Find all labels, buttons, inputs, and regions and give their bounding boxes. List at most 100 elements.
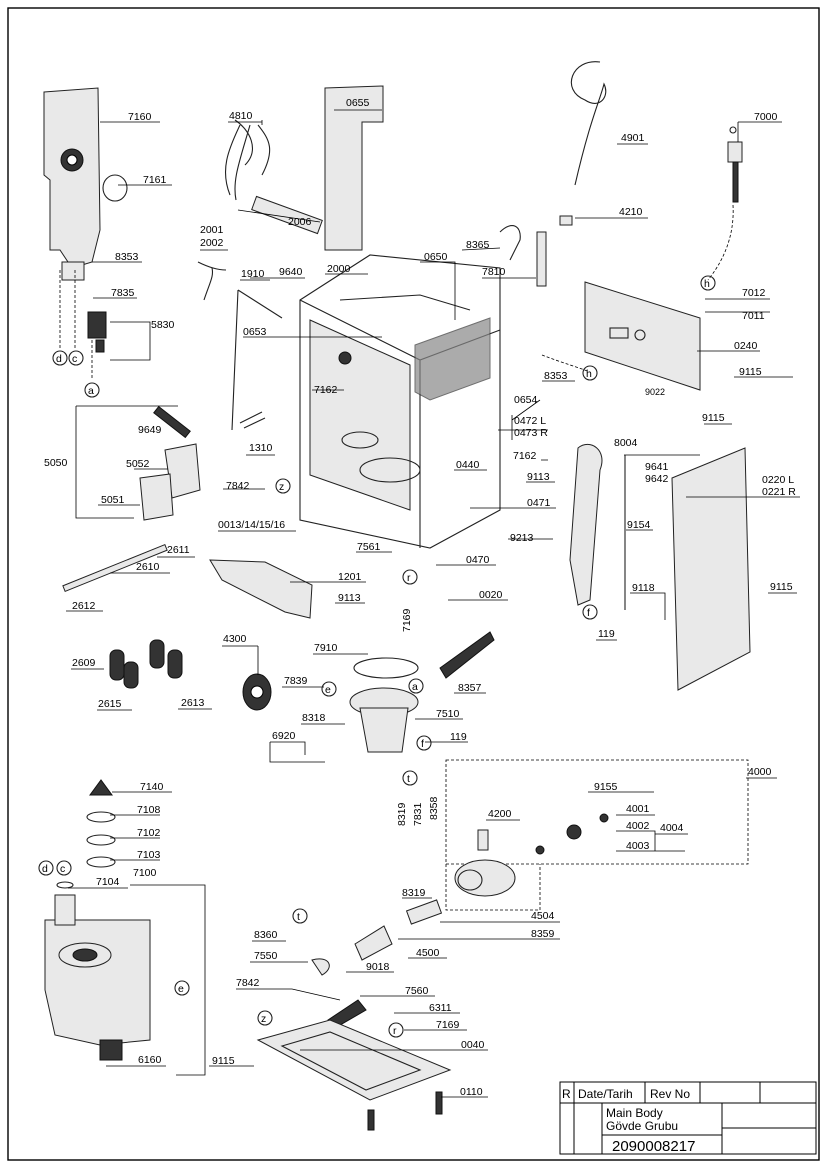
- label-9213: 9213: [510, 532, 534, 544]
- label-7810: 7810: [482, 266, 506, 278]
- label-0472: 0472 L: [514, 415, 546, 427]
- part-7810-drawing: [536, 231, 547, 287]
- part-4504-drawing: [405, 899, 443, 925]
- part-7510-drawing: [349, 687, 419, 753]
- part-4210-drawing: [559, 215, 573, 226]
- part-2609-drawing: [109, 639, 183, 689]
- part-2610-drawing: [62, 543, 168, 593]
- title-block-date-label: Date/Tarih: [578, 1087, 633, 1101]
- callout-e-2: e: [178, 983, 184, 995]
- label-6311: 6311: [429, 1002, 452, 1014]
- callout-e: e: [325, 684, 331, 696]
- part-4810-drawing: [224, 119, 271, 201]
- part-4001-drawing: [599, 813, 609, 823]
- callout-d: d: [56, 353, 62, 365]
- label-9113: 9113: [527, 471, 550, 483]
- label-7140: 7140: [140, 781, 164, 793]
- label-5830: 5830: [151, 319, 175, 331]
- label-2000: 2000: [327, 263, 351, 275]
- label-2002: 2002: [200, 237, 224, 249]
- label-6920: 6920: [272, 730, 296, 742]
- callout-f-2: f: [421, 738, 424, 750]
- part-4300-drawing: [242, 673, 272, 711]
- callout-r: r: [407, 572, 411, 584]
- label-2611: 2611: [167, 544, 190, 556]
- label-4001: 4001: [626, 803, 650, 815]
- part-2001-drawing: [197, 261, 227, 301]
- label-7842-b: 7842: [236, 977, 260, 989]
- title-block-title-tr: Gövde Grubu: [606, 1119, 678, 1133]
- callout-c: c: [72, 353, 77, 365]
- label-0221: 0221 R: [762, 486, 796, 498]
- part-5051-drawing: [139, 473, 174, 521]
- main-tub-drawing: [299, 254, 501, 549]
- callout-r-2: r: [393, 1025, 397, 1037]
- label-8318: 8318: [302, 712, 326, 724]
- label-9118: 9118: [632, 582, 655, 594]
- label-4210: 4210: [619, 206, 643, 218]
- part-8357-drawing: [439, 631, 495, 679]
- callout-h-2: h: [586, 368, 592, 380]
- label-0471: 0471: [527, 497, 551, 509]
- part-8365-drawing: [499, 225, 521, 261]
- label-0470: 0470: [466, 554, 490, 566]
- part-0040-drawing: [256, 1019, 452, 1101]
- label-7100: 7100: [133, 867, 157, 879]
- label-8004: 8004: [614, 437, 638, 449]
- label-9115-d: 9115: [212, 1055, 235, 1067]
- label-7012: 7012: [742, 287, 766, 299]
- label-7108: 7108: [137, 804, 161, 816]
- label-8353: 8353: [115, 251, 139, 263]
- part-7161-drawing: [102, 174, 128, 202]
- label-8319: 8319: [396, 802, 408, 826]
- label-5052: 5052: [126, 458, 150, 470]
- label-2613: 2613: [181, 697, 205, 709]
- label-0440: 0440: [456, 459, 480, 471]
- drawing-frame: [7, 7, 820, 1161]
- label-0473: 0473 R: [514, 427, 548, 439]
- title-block-rev-mark: R: [562, 1087, 571, 1101]
- label-0240: 0240: [734, 340, 758, 352]
- label-9640: 9640: [279, 266, 303, 278]
- label-6160: 6160: [138, 1054, 162, 1066]
- label-8360: 8360: [254, 929, 278, 941]
- part-4500-drawing: [354, 925, 393, 961]
- part-7550-drawing: [311, 958, 330, 976]
- label-5050: 5050: [44, 457, 68, 469]
- label-4901: 4901: [621, 132, 645, 144]
- part-2006-drawing: [251, 195, 323, 235]
- label-9018: 9018: [366, 961, 390, 973]
- label-0654: 0654: [514, 394, 538, 406]
- label-9155: 9155: [594, 781, 618, 793]
- part-4002-drawing: [566, 824, 582, 840]
- label-7162: 7162: [314, 384, 338, 396]
- part-1910-drawing: [231, 289, 283, 431]
- label-7169-b: 7169: [436, 1019, 460, 1031]
- part-4901-drawing: [570, 61, 607, 186]
- label-7910: 7910: [314, 642, 338, 654]
- label-7550: 7550: [254, 950, 278, 962]
- label-4504: 4504: [531, 910, 555, 922]
- label-7560: 7560: [405, 985, 429, 997]
- label-9115: 9115: [739, 366, 762, 378]
- leader-lines: [66, 109, 800, 1098]
- callout-a: a: [88, 385, 94, 397]
- label-7561: 7561: [357, 541, 381, 553]
- label-0040: 0040: [461, 1039, 485, 1051]
- label-7104: 7104: [96, 876, 120, 888]
- title-block-drawing-number: 2090008217: [612, 1138, 695, 1155]
- label-9022: 9022: [645, 387, 665, 397]
- label-4500: 4500: [416, 947, 440, 959]
- label-9154: 9154: [627, 519, 651, 531]
- label-4200: 4200: [488, 808, 512, 820]
- label-2609: 2609: [72, 657, 96, 669]
- label-9649: 9649: [138, 424, 162, 436]
- label-2612: 2612: [72, 600, 96, 612]
- label-2001: 2001: [200, 224, 224, 236]
- label-2610: 2610: [136, 561, 160, 573]
- label-2615: 2615: [98, 698, 122, 710]
- part-7910-drawing: [353, 657, 419, 679]
- label-7102: 7102: [137, 827, 161, 839]
- callout-c-2: c: [60, 863, 65, 875]
